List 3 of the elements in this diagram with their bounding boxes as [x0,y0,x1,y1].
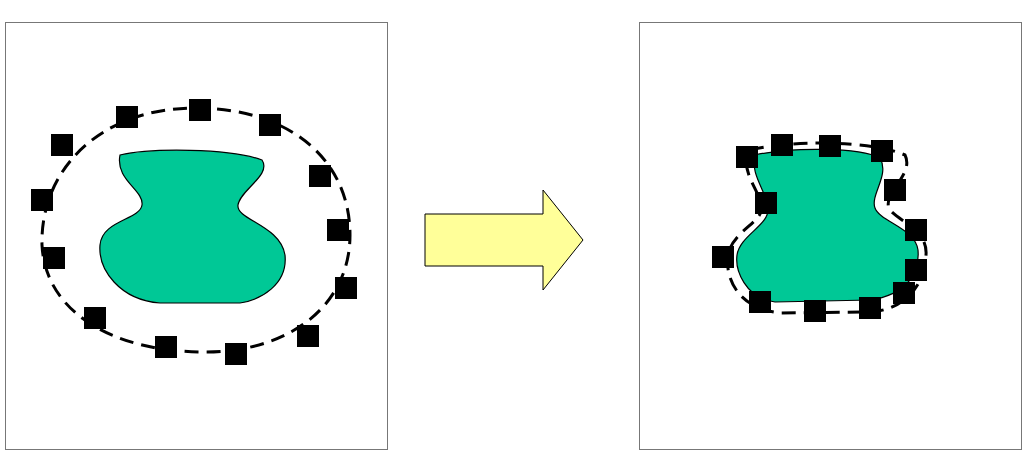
image-panel [5,22,388,450]
image-panel [639,22,1022,450]
block-arrow [424,189,584,291]
